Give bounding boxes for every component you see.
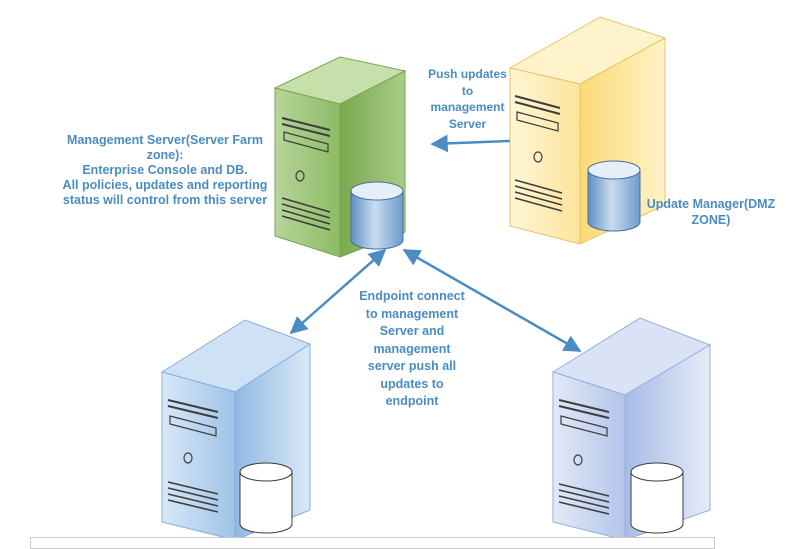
- push-updates-label: Push updates to management Server: [428, 67, 507, 131]
- update-manager-label: Update Manager(DMZ ZONE): [646, 197, 776, 227]
- bottom-frame-border: [30, 537, 715, 549]
- endpoint-right-connection-arrow: [402, 248, 582, 353]
- push-updates-arrow: [430, 134, 511, 153]
- endpoint-database-icon-right: [630, 462, 684, 534]
- endpoint-database-icon-left: [239, 462, 293, 534]
- management-server-label: Management Server(Server Farm zone): Ent…: [62, 133, 268, 207]
- endpoint-connect-label: Endpoint connect to management Server an…: [359, 289, 465, 408]
- update-manager-database-icon: [587, 160, 641, 232]
- management-database-icon: [350, 181, 404, 250]
- endpoint-left-connection-arrow: [289, 248, 387, 335]
